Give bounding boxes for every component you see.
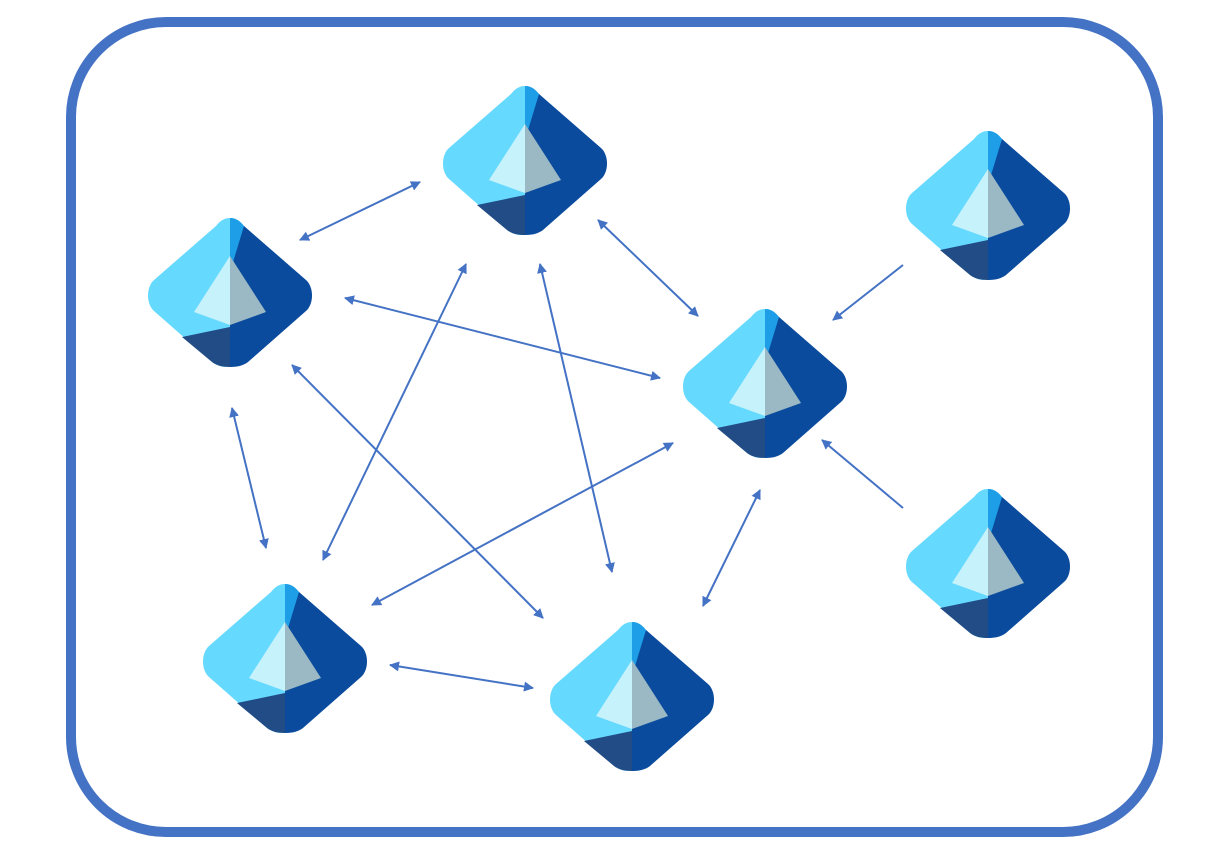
azure-active-directory-icon-facet [632,630,714,771]
arrow-n2-n3 [597,219,699,317]
azure-active-directory-icon [148,218,312,367]
azure-active-directory-icon [550,622,714,771]
azure-active-directory-icon-facet [940,598,988,638]
arrow-n4-n3 [832,264,904,321]
azure-active-directory-icon-facet [988,527,1024,596]
azure-active-directory-icon [906,131,1070,280]
azure-active-directory-icon [683,309,847,458]
arrow-n1-n2 [299,181,421,241]
edges-layer [229,181,904,692]
azure-active-directory-icon-facet [285,592,367,733]
arrow-n2-n6 [322,263,467,561]
arrow-n3-n7 [702,489,761,607]
azure-active-directory-icon-facet [988,169,1024,238]
nodes-layer [148,86,1070,771]
arrow-n6-n7 [389,661,534,692]
arrow-n1-n6 [229,407,269,549]
azure-active-directory-icon-facet [765,347,801,416]
azure-active-directory-icon-facet [952,527,988,596]
azure-active-directory-icon-facet [285,622,321,691]
azure-active-directory-icon-facet [765,317,847,458]
azure-active-directory-icon-facet [988,139,1070,280]
azure-active-directory-icon [443,86,607,235]
azure-active-directory-icon-facet [489,124,525,193]
azure-active-directory-icon [906,489,1070,638]
azure-active-directory-icon-facet [237,693,285,733]
azure-active-directory-icon-facet [729,347,765,416]
azure-active-directory-icon-facet [632,660,668,729]
azure-active-directory-icon-facet [940,240,988,280]
azure-active-directory-icon [203,584,367,733]
azure-active-directory-icon-facet [525,94,607,235]
arrow-n5-n3 [821,439,904,509]
azure-active-directory-icon-facet [230,226,312,367]
azure-active-directory-icon-facet [584,731,632,771]
azure-active-directory-icon-facet [596,660,632,729]
azure-active-directory-icon-facet [988,497,1070,638]
azure-active-directory-icon-facet [477,195,525,235]
arrow-n3-n6 [371,442,674,606]
azure-active-directory-icon-facet [194,256,230,325]
azure-active-directory-icon-facet [249,622,285,691]
azure-active-directory-icon-facet [182,327,230,367]
azure-active-directory-icon-facet [952,169,988,238]
azure-active-directory-icon-facet [717,418,765,458]
azure-active-directory-icon-facet [230,256,266,325]
azure-active-directory-icon-facet [525,124,561,193]
